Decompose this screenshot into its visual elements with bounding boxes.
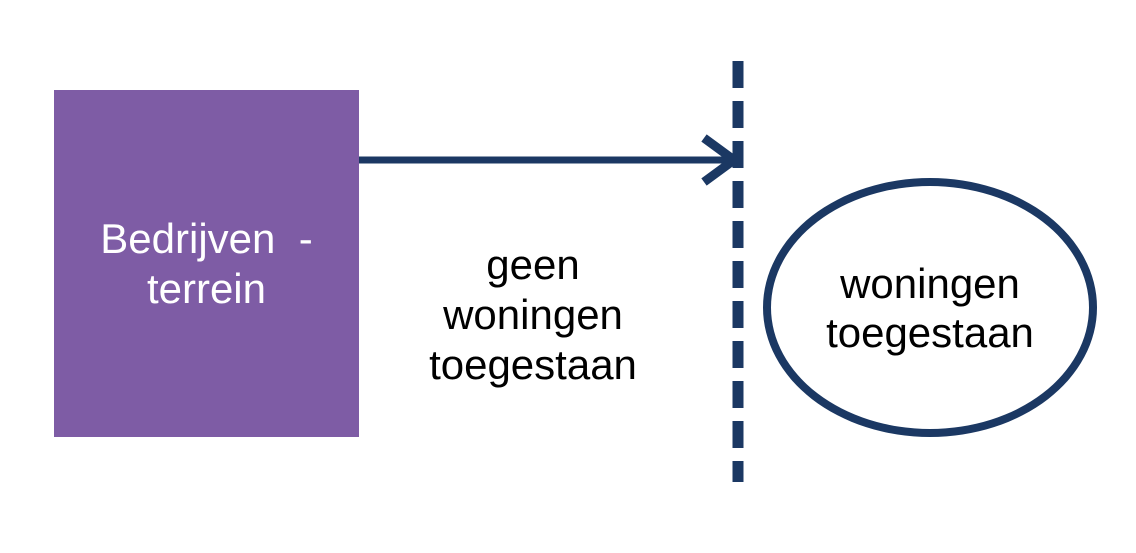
bedrijventerrein-box: Bedrijven - terrein — [54, 90, 359, 437]
woningen-ellipse: woningen toegestaan — [763, 178, 1097, 437]
arrowhead-icon — [701, 134, 742, 186]
bedrijventerrein-label: Bedrijven - terrein — [100, 214, 313, 312]
arrow-label: geen woningen toegestaan — [429, 241, 637, 388]
woningen-label: woningen toegestaan — [826, 259, 1034, 356]
